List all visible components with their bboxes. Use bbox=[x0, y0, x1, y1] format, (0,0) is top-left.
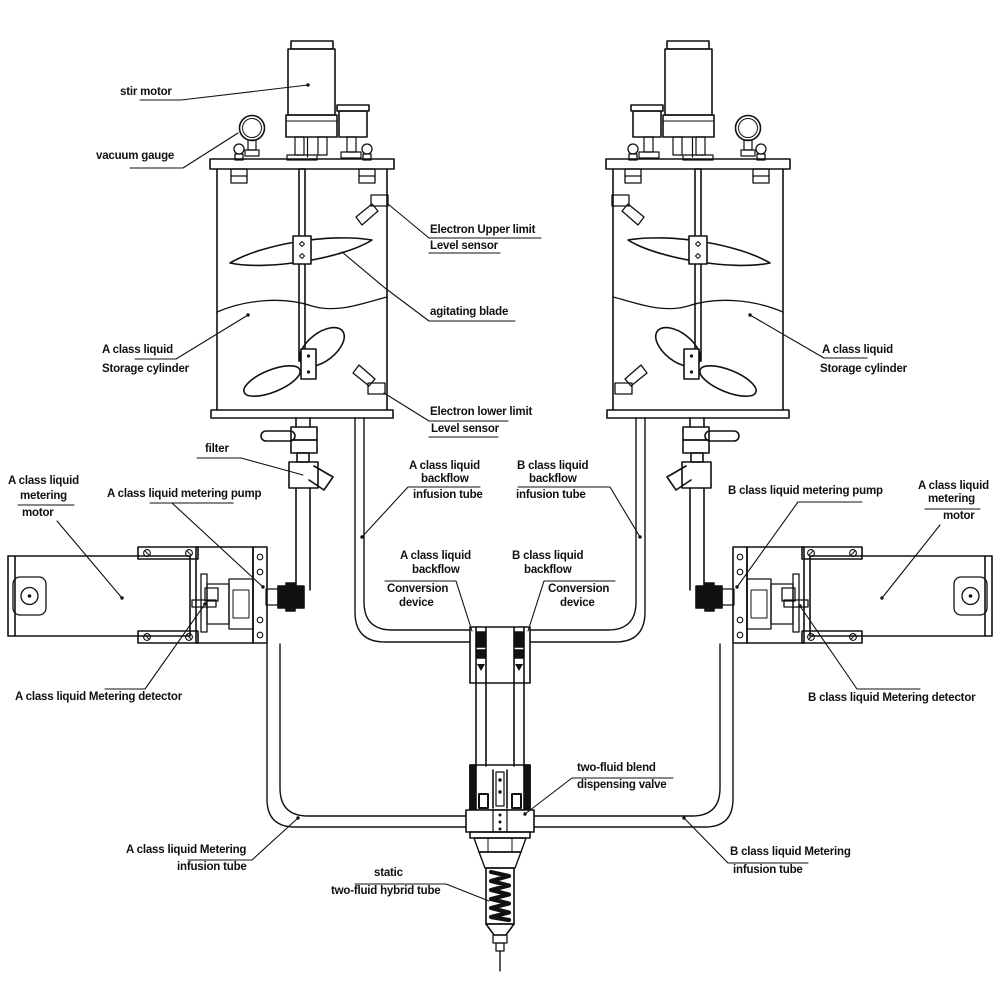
label-a-backflow-1: A class liquid bbox=[409, 460, 480, 472]
label-upper-limit-1: Electron Upper limit bbox=[430, 224, 536, 236]
label-vacuum-gauge: vacuum gauge bbox=[96, 150, 175, 162]
label-a-backflow-2: backflow bbox=[421, 473, 469, 485]
label-a-conversion-3: Conversion bbox=[387, 583, 449, 595]
label-stir-motor: stir motor bbox=[120, 86, 172, 98]
label-left-metering-motor-1: A class liquid bbox=[8, 475, 79, 487]
label-left-metering-detector: A class liquid Metering detector bbox=[15, 691, 182, 703]
label-left-metering-motor-2: metering bbox=[20, 490, 67, 502]
label-b-backflow-3: infusion tube bbox=[516, 489, 586, 501]
label-right-metering-pump: B class liquid metering pump bbox=[728, 485, 883, 497]
label-static-mixer-2: two-fluid hybrid tube bbox=[331, 885, 441, 897]
label-b-conversion-2: backflow bbox=[524, 564, 572, 576]
label-left-metering-motor-3: motor bbox=[22, 507, 54, 519]
label-right-metering-motor-1: A class liquid bbox=[918, 480, 989, 492]
label-left-metering-pump: A class liquid metering pump bbox=[107, 488, 262, 500]
label-left-storage-2: Storage cylinder bbox=[102, 363, 189, 375]
label-a-metering-infusion-1: A class liquid Metering bbox=[126, 844, 247, 856]
label-b-conversion-4: device bbox=[560, 597, 595, 609]
label-right-metering-motor-3: motor bbox=[943, 510, 975, 522]
label-lower-limit-2: Level sensor bbox=[431, 423, 499, 435]
label-filter: filter bbox=[205, 443, 229, 455]
label-b-conversion-3: Conversion bbox=[548, 583, 610, 595]
conversion-device-block bbox=[469, 626, 531, 684]
label-upper-limit-2: Level sensor bbox=[430, 240, 498, 252]
label-a-conversion-2: backflow bbox=[412, 564, 460, 576]
label-right-storage-2: Storage cylinder bbox=[820, 363, 907, 375]
label-agitating-blade: agitating blade bbox=[430, 306, 509, 318]
leader-end-dots bbox=[120, 83, 884, 820]
label-b-metering-infusion-1: B class liquid Metering bbox=[730, 846, 851, 858]
label-b-backflow-2: backflow bbox=[529, 473, 577, 485]
static-mixer-tube bbox=[485, 867, 515, 972]
label-b-conversion-1: B class liquid bbox=[512, 550, 584, 562]
label-static-mixer-1: static bbox=[374, 867, 403, 879]
label-a-backflow-3: infusion tube bbox=[413, 489, 483, 501]
label-a-conversion-1: A class liquid bbox=[400, 550, 471, 562]
label-right-metering-motor-2: metering bbox=[928, 493, 975, 505]
label-a-conversion-4: device bbox=[399, 597, 434, 609]
right-assembly bbox=[530, 40, 993, 828]
label-right-metering-detector: B class liquid Metering detector bbox=[808, 692, 976, 704]
label-blend-valve-2: dispensing valve bbox=[577, 779, 667, 791]
label-blend-valve-1: two-fluid blend bbox=[577, 762, 656, 774]
label-a-metering-infusion-2: infusion tube bbox=[177, 861, 247, 873]
mixer-hex-fitting bbox=[473, 837, 527, 869]
label-left-storage-1: A class liquid bbox=[102, 344, 173, 356]
center-dispense-assembly bbox=[465, 626, 535, 972]
left-assembly bbox=[7, 40, 470, 828]
label-right-storage-1: A class liquid bbox=[822, 344, 893, 356]
label-lower-limit-1: Electron lower limit bbox=[430, 406, 533, 418]
label-b-backflow-1: B class liquid bbox=[517, 460, 589, 472]
blend-valve-body bbox=[465, 764, 535, 839]
leader-lines bbox=[17, 83, 981, 902]
label-b-metering-infusion-2: infusion tube bbox=[733, 864, 803, 876]
